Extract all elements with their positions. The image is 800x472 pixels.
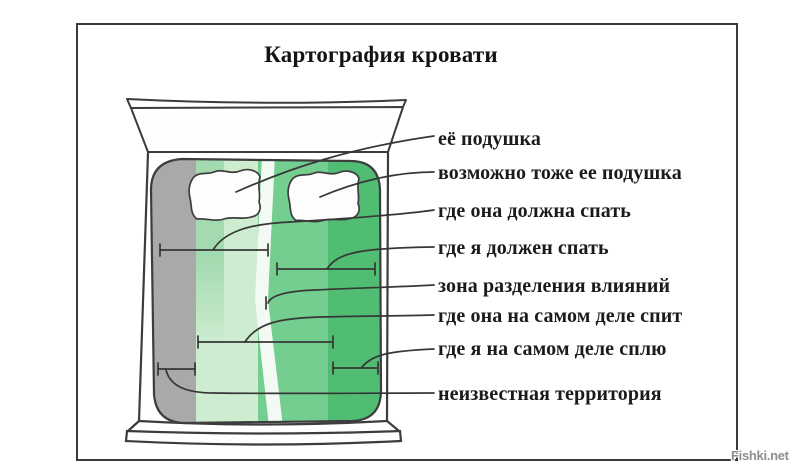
zone-unknown-territory	[151, 159, 197, 423]
line-where-she-really-sleeps	[244, 314, 435, 343]
line-separation-zone	[267, 284, 435, 304]
pillows	[188, 168, 360, 223]
label-where-she-really-sleeps: где она на самом деле спит	[438, 305, 683, 327]
zone-separation-strip	[255, 159, 283, 423]
line-possibly-her-pillow	[319, 171, 435, 198]
measurement-brackets	[157, 243, 379, 376]
connector-lines	[165, 135, 435, 395]
line-unknown-territory	[165, 369, 435, 395]
line-her-pillow	[235, 135, 435, 193]
watermark: Fishki.net	[731, 448, 789, 463]
line-where-she-should-sleep	[212, 209, 435, 251]
footboard-flare-left	[126, 419, 141, 433]
line-where-he-really-sleeps	[361, 348, 435, 368]
bracket-his-side	[276, 262, 376, 276]
label-her-pillow: её подушка	[438, 128, 541, 150]
bracket-unknown-territory	[157, 362, 196, 376]
footboard-flare-right	[385, 419, 401, 433]
headboard-face	[130, 106, 404, 153]
label-where-she-should-sleep: где она должна спать	[438, 200, 631, 222]
her-pillow	[188, 168, 261, 221]
frame-bottom-edge	[137, 419, 389, 426]
diagram-title: Картография кровати	[264, 42, 498, 67]
bracket-where-he-really-sleeps	[332, 361, 379, 375]
left-rail	[137, 151, 150, 423]
label-unknown-territory: неизвестная территория	[438, 383, 662, 405]
outer-frame	[76, 23, 738, 461]
line-where-he-should-sleep	[326, 246, 435, 270]
label-where-he-should-sleep: где я должен спать	[438, 237, 609, 259]
mattress-outline	[149, 157, 383, 425]
label-separation-zone: зона разделения влияний	[438, 275, 671, 297]
headboard	[126, 98, 407, 153]
bracket-where-she-really-sleeps	[197, 335, 334, 349]
label-possibly-her-pillow: возможно тоже ее подушка	[438, 162, 682, 184]
footboard-base	[124, 429, 403, 446]
label-where-he-really-sleeps: где я на самом деле сплю	[438, 338, 667, 360]
